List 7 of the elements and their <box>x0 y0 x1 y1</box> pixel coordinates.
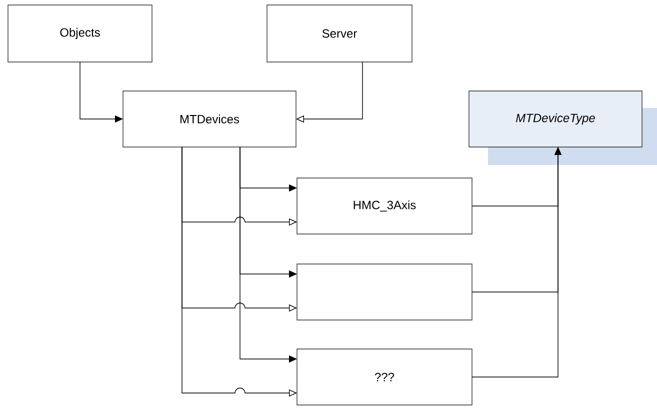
process-box: MTDevices <box>122 90 296 148</box>
process-box: Server <box>266 4 412 62</box>
process-box: HMC_3Axis <box>296 178 472 234</box>
process-box: ??? <box>296 348 472 406</box>
type-box: MTDeviceType <box>468 90 657 165</box>
process-box: Objects <box>8 4 152 62</box>
process-box <box>296 264 472 320</box>
